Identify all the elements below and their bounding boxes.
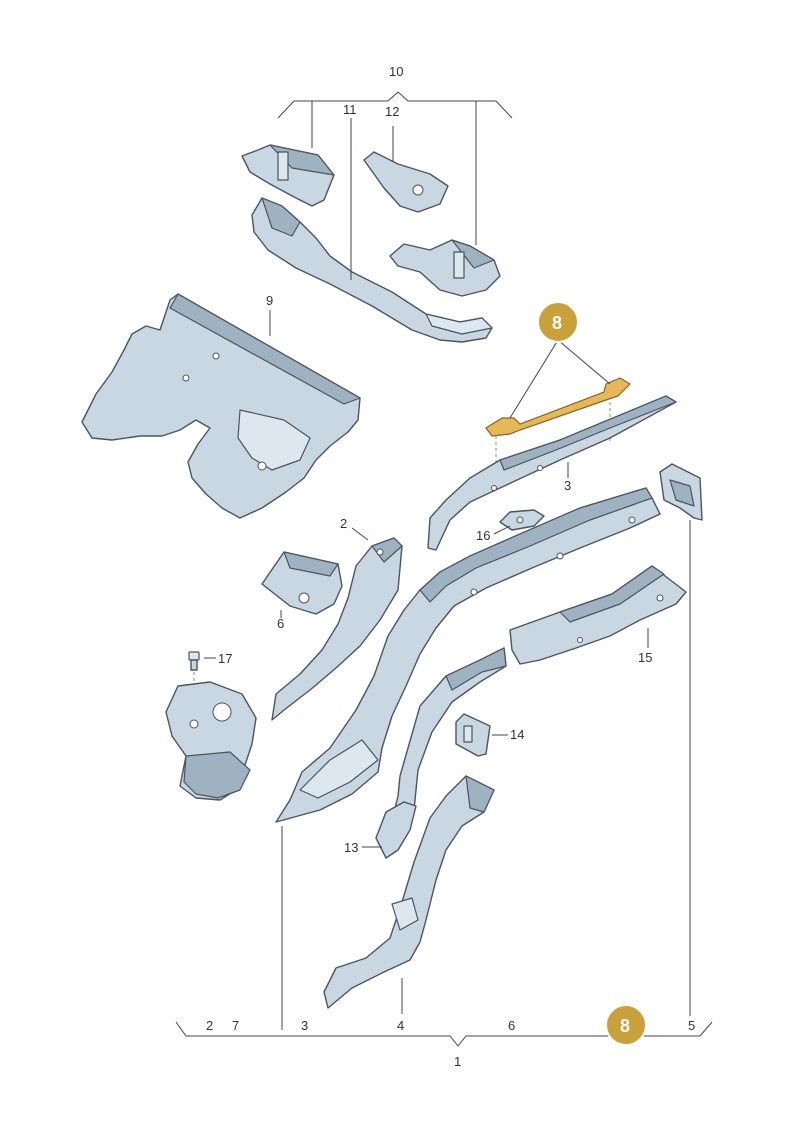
callout-6-bottom: 6 <box>508 1018 515 1033</box>
callout-11: 11 <box>343 102 357 117</box>
callout-9: 9 <box>266 293 273 308</box>
callout-5: 5 <box>688 1018 695 1033</box>
callout-12: 12 <box>385 104 399 119</box>
part-main-longitudinal <box>275 487 661 823</box>
part-2-pillar-section <box>271 537 403 721</box>
group-1-bracket <box>175 1021 713 1047</box>
part-upper-left-bracket <box>241 144 335 207</box>
callout-15: 15 <box>638 650 652 665</box>
callout-3-right: 3 <box>564 478 571 493</box>
part-16-clip <box>499 509 545 531</box>
part-8-highlighted-strip <box>485 377 631 437</box>
callout-10: 10 <box>389 64 403 79</box>
callout-1: 1 <box>454 1054 461 1069</box>
part-6-bracket <box>261 551 343 615</box>
part-11-crossmember <box>251 197 493 343</box>
part-14-plate <box>455 713 491 757</box>
callout-2-bottom: 2 <box>206 1018 213 1033</box>
callout-2-top: 2 <box>340 516 347 531</box>
part-12-gusset <box>363 151 449 213</box>
part-3-rail <box>427 395 677 551</box>
part-15-reinforcement <box>509 565 687 665</box>
callout-6-left: 6 <box>277 616 284 631</box>
part-13-bracket <box>375 801 417 859</box>
callout-4: 4 <box>397 1018 404 1033</box>
callout-8-bottom: 8 <box>620 1016 630 1036</box>
part-4-lower-rail <box>323 775 495 1009</box>
callout-14: 14 <box>510 727 524 742</box>
callout-16: 16 <box>476 528 490 543</box>
badge-8-top: 8 <box>537 301 579 343</box>
callout-8-top: 8 <box>552 313 562 333</box>
callout-3-bottom: 3 <box>301 1018 308 1033</box>
part-9-floor-section <box>81 293 361 519</box>
group-10-bracket <box>277 91 513 245</box>
callout-7: 7 <box>232 1018 239 1033</box>
part-upper-right-bracket <box>389 239 501 297</box>
callout-17: 17 <box>218 651 232 666</box>
badge-8-bottom: 8 <box>605 1004 647 1046</box>
part-17-bolt <box>188 651 200 671</box>
part-5-bracket <box>659 463 703 521</box>
callout-13: 13 <box>344 840 358 855</box>
part-suspension-mount <box>165 681 257 801</box>
